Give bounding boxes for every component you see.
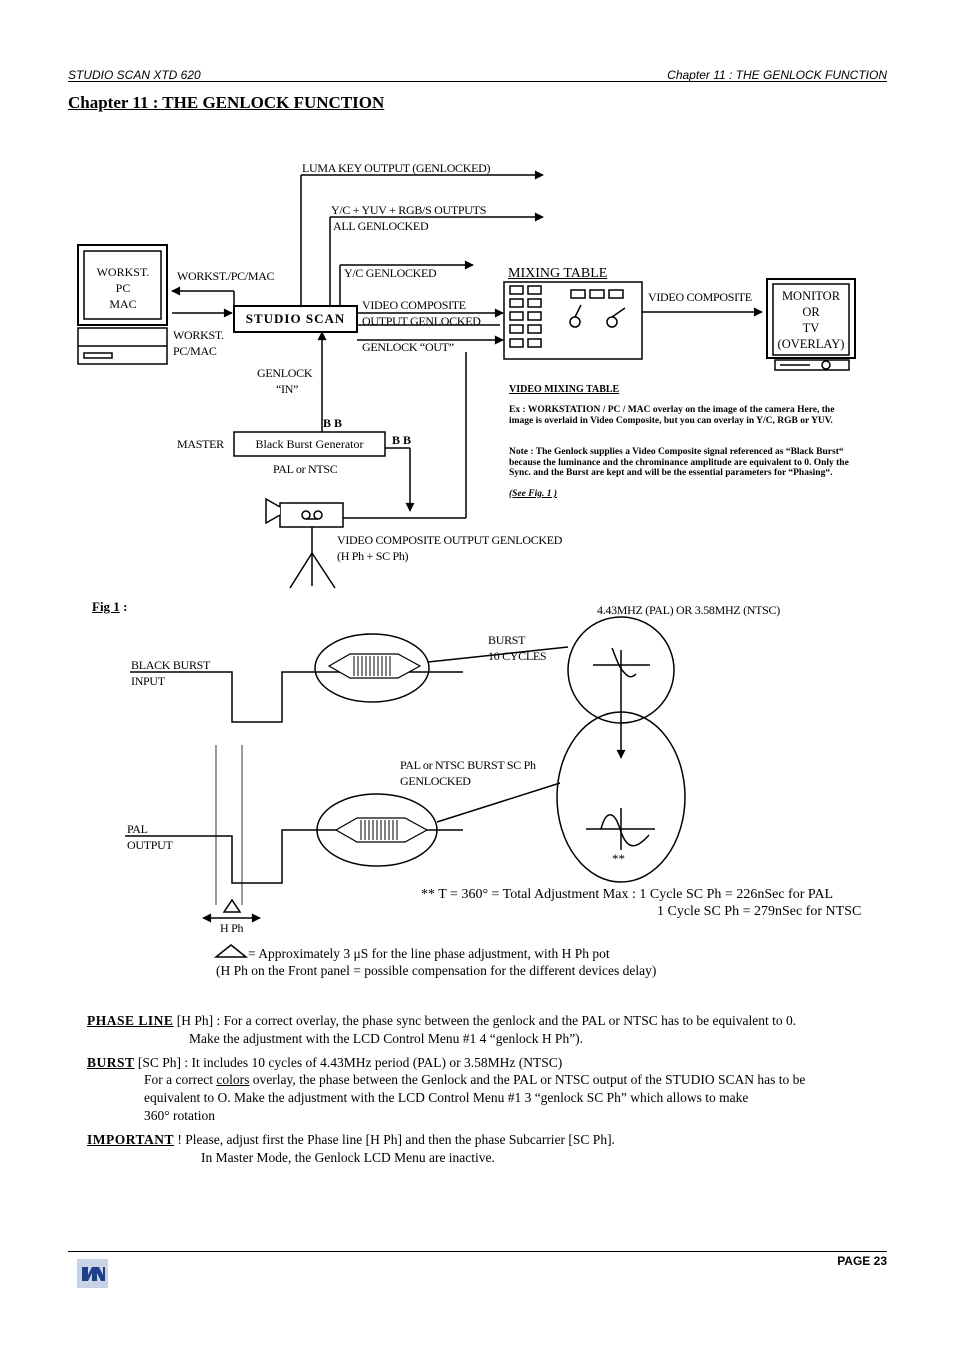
monitor-line: MONITOR — [781, 289, 841, 303]
genlock-in-label-1: GENLOCK — [257, 366, 313, 380]
pal-burst-label-2: GENLOCKED — [400, 774, 471, 788]
burst-text-2b: overlay, the phase between the Genlock a… — [249, 1072, 806, 1087]
t360-line-2: 1 Cycle SC Ph = 279nSec for NTSC — [657, 904, 862, 919]
pal-output-label-1: PAL — [127, 822, 148, 836]
video-composite-label: VIDEO COMPOSITE — [648, 290, 752, 304]
phase-line-text-2: Make the adjustment with the LCD Control… — [189, 1031, 584, 1046]
phase-line-keyword: PHASE LINE — [87, 1013, 174, 1028]
all-genlocked-label: ALL GENLOCKED — [333, 219, 429, 233]
vmt-title: VIDEO MIXING TABLE — [509, 384, 620, 395]
burst-text-3: equivalent to O. Make the adjustment wit… — [144, 1090, 749, 1105]
fig1-heading: Fig 1 : — [92, 599, 127, 615]
burst-text-4: 360° rotation — [144, 1108, 216, 1123]
hph-label: H Ph — [220, 921, 244, 935]
approx-line-2: (H Ph on the Front panel = possible comp… — [216, 963, 657, 978]
bb-top-label: B B — [323, 416, 343, 430]
header-right: Chapter 11 : THE GENLOCK FUNCTION — [667, 68, 887, 82]
master-label: MASTER — [177, 437, 224, 451]
pal-burst-label-1: PAL or NTSC BURST SC Ph — [400, 758, 536, 772]
footer-rule — [68, 1251, 887, 1252]
stars-label: ** — [612, 851, 625, 866]
phase-line-paragraph: PHASE LINE [H Ph] : For a correct overla… — [87, 1012, 796, 1030]
yc-outputs-label: Y/C + YUV + RGB/S OUTPUTS — [331, 203, 487, 217]
bb-right-label: B B — [392, 433, 412, 447]
sn-logo-icon — [77, 1259, 108, 1288]
burst-text-2a: For a correct — [144, 1072, 217, 1087]
tv-line: TV — [802, 321, 820, 335]
fig1-label: Fig 1 — [92, 599, 120, 614]
vc-output-label-2: OUTPUT GENLOCKED — [362, 314, 481, 328]
workst-pc-mac-label: WORKST./PC/MAC — [177, 269, 275, 283]
workst-bottom-label-2: PC/MAC — [173, 344, 217, 358]
burst-label-2: 10 CYCLES — [488, 649, 547, 663]
t360-line-1: ** T = 360° = Total Adjustment Max : 1 C… — [421, 887, 834, 902]
or-line: OR — [802, 305, 820, 319]
burst-label-1: BURST — [488, 633, 526, 647]
burst-paragraph: BURST [SC Ph] : It includes 10 cycles of… — [87, 1054, 562, 1072]
phase-line-text-1: [H Ph] : For a correct overlay, the phas… — [173, 1013, 797, 1028]
pc-line: PC — [115, 281, 131, 295]
burst-keyword: BURST — [87, 1055, 135, 1070]
vmt-see-fig: (See Fig. 1 ) — [509, 489, 558, 499]
header-left: STUDIO SCAN XTD 620 — [68, 68, 201, 82]
luma-key-label: LUMA KEY OUTPUT (GENLOCKED) — [302, 161, 491, 175]
mac-line: MAC — [109, 297, 137, 311]
page-title: Chapter 11 : THE GENLOCK FUNCTION — [68, 93, 385, 112]
yc-genlocked-label: Y/C GENLOCKED — [344, 266, 437, 280]
studio-scan-box: STUDIO SCAN — [245, 311, 346, 326]
workst-bottom-label-1: WORKST. — [173, 328, 224, 342]
burst-text-2: For a correct colors overlay, the phase … — [144, 1071, 805, 1089]
pal-ntsc-label: PAL or NTSC — [273, 462, 338, 476]
burst-text-1: [SC Ph] : It includes 10 cycles of 4.43M… — [134, 1055, 563, 1070]
black-burst-generator-box: Black Burst Generator — [255, 437, 364, 451]
workst-line: WORKST. — [96, 265, 150, 279]
genlock-out-label: GENLOCK “OUT” — [362, 340, 454, 354]
burst-text-colors: colors — [216, 1072, 250, 1087]
approx-line-1: = Approximately 3 μS for the line phase … — [248, 946, 610, 961]
page-number: PAGE 23 — [837, 1254, 887, 1268]
important-keyword: IMPORTANT — [87, 1132, 175, 1147]
pal-output-label-2: OUTPUT — [127, 838, 173, 852]
freq-label: 4.43MHZ (PAL) OR 3.58MHZ (NTSC) — [597, 603, 780, 617]
genlock-in-label-2: “IN” — [276, 382, 299, 396]
important-text-2: In Master Mode, the Genlock LCD Menu are… — [201, 1150, 495, 1165]
monitor-screen: MONITOR OR TV (OVERLAY) — [774, 288, 848, 352]
bb-input-label-1: BLACK BURST — [131, 658, 211, 672]
bb-input-label-2: INPUT — [131, 674, 165, 688]
vmt-example: Ex : WORKSTATION / PC / MAC overlay on t… — [509, 405, 835, 426]
fig1-colon: : — [119, 599, 128, 614]
important-text-1: ! Please, adjust first the Phase line [H… — [174, 1132, 615, 1147]
hph-scph-label: (H Ph + SC Ph) — [337, 549, 409, 563]
vmt-note: Note : The Genlock supplies a Video Comp… — [509, 447, 849, 478]
workstation-screen: WORKST. PC MAC — [86, 264, 160, 312]
vc-output-label-1: VIDEO COMPOSITE — [362, 298, 466, 312]
important-paragraph: IMPORTANT ! Please, adjust first the Pha… — [87, 1131, 615, 1149]
header-rule — [68, 81, 887, 82]
mixing-table-label: MIXING TABLE — [508, 266, 608, 281]
overlay-line: (OVERLAY) — [777, 337, 845, 351]
vc-out-genlocked-label: VIDEO COMPOSITE OUTPUT GENLOCKED — [337, 533, 563, 547]
